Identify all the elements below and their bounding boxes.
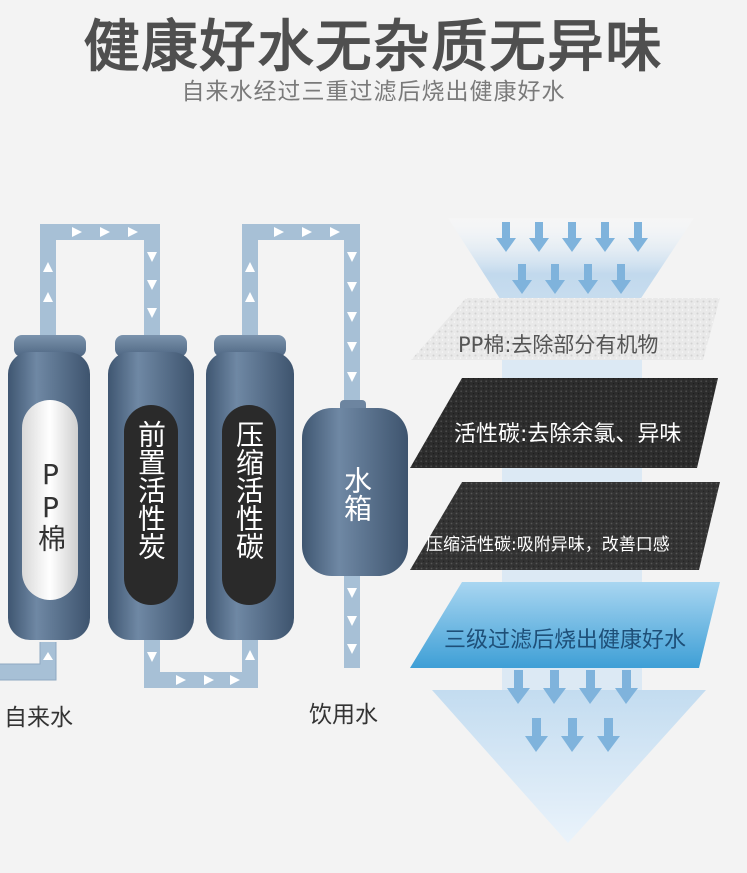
arrow-down-icon	[496, 222, 516, 252]
arrow-up-icon	[245, 292, 255, 302]
arrow-down-icon	[347, 588, 357, 598]
arrow-down-icon	[347, 252, 357, 262]
arrow-right-icon	[176, 675, 186, 685]
arrow-down-icon	[147, 280, 157, 290]
arrow-down-icon	[347, 342, 357, 352]
arrow-right-icon	[128, 227, 138, 237]
arrow-right-icon	[302, 227, 312, 237]
layer-result	[410, 582, 720, 668]
compressed-core	[222, 405, 276, 605]
page-subtitle: 自来水经过三重过滤后烧出健康好水	[181, 79, 566, 105]
layer-pp	[411, 298, 720, 360]
arrow-down-icon	[347, 282, 357, 292]
arrow-down-icon	[615, 670, 638, 704]
arrow-down-icon	[561, 718, 584, 752]
arrow-down-icon	[512, 264, 532, 294]
arrow-up-icon	[43, 652, 53, 660]
arrow-down-icon	[611, 264, 631, 294]
arrow-up-icon	[43, 262, 53, 272]
arrow-down-icon	[628, 222, 648, 252]
arrow-down-icon	[595, 222, 615, 252]
arrow-down-icon	[347, 372, 357, 382]
arrow-down-icon	[347, 616, 357, 626]
arrow-down-icon	[579, 670, 602, 704]
arrow-up-icon	[245, 650, 255, 660]
arrow-down-icon	[347, 312, 357, 322]
pipe-flow-arrows	[43, 227, 357, 685]
arrow-down-icon	[147, 652, 157, 662]
arrow-right-icon	[72, 227, 82, 237]
arrow-down-icon	[525, 718, 548, 752]
layer-carbon	[410, 378, 718, 468]
layer-label-compressed: 压缩活性碳:吸附异味，改善口感	[426, 535, 670, 555]
arrow-right-icon	[274, 227, 284, 237]
pipe-outlines	[0, 642, 57, 681]
arrow-up-icon	[43, 292, 53, 302]
arrow-right-icon	[230, 675, 240, 685]
inlet-label: 自来水	[4, 705, 73, 731]
arrow-right-icon	[330, 227, 340, 237]
arrow-down-icon	[578, 264, 598, 294]
page-title: 健康好水无杂质无异味	[83, 15, 664, 80]
layer-label-carbon: 活性碳:去除余氯、异味	[454, 422, 682, 447]
arrow-down-icon	[545, 264, 565, 294]
arrow-down-icon	[507, 670, 530, 704]
pipe-pp-to-carbon	[40, 224, 160, 340]
filter-label-carbon: 前置活性炭	[134, 420, 167, 560]
tank-label: 水箱	[340, 466, 373, 522]
filter-label-pp: PP棉	[34, 458, 67, 552]
arrow-down-icon	[147, 308, 157, 318]
arrow-down-icon	[147, 252, 157, 262]
layer-label-pp: PP棉:去除部分有机物	[458, 333, 659, 357]
funnel-arrows	[496, 222, 648, 752]
arrow-right-icon	[204, 675, 214, 685]
inlet-pipe	[0, 642, 56, 680]
cartridge-compressed	[206, 335, 294, 640]
cartridge-carbon	[108, 335, 194, 640]
carbon-core	[124, 405, 178, 605]
outlet-label: 饮用水	[309, 702, 378, 728]
arrow-down-icon	[562, 222, 582, 252]
arrow-right-icon	[100, 227, 110, 237]
arrow-up-icon	[245, 262, 255, 272]
cartridge-pp	[8, 335, 90, 640]
filter-label-compressed: 压缩活性碳	[232, 420, 265, 560]
arrow-down-icon	[529, 222, 549, 252]
water-tank	[302, 400, 408, 576]
arrow-down-icon	[597, 718, 620, 752]
layer-label-result: 三级过滤后烧出健康好水	[444, 628, 687, 653]
arrow-down-icon	[347, 644, 357, 654]
pp-cotton-core	[22, 400, 78, 600]
arrow-down-icon	[543, 670, 566, 704]
layer-compressed-carbon	[410, 482, 720, 570]
